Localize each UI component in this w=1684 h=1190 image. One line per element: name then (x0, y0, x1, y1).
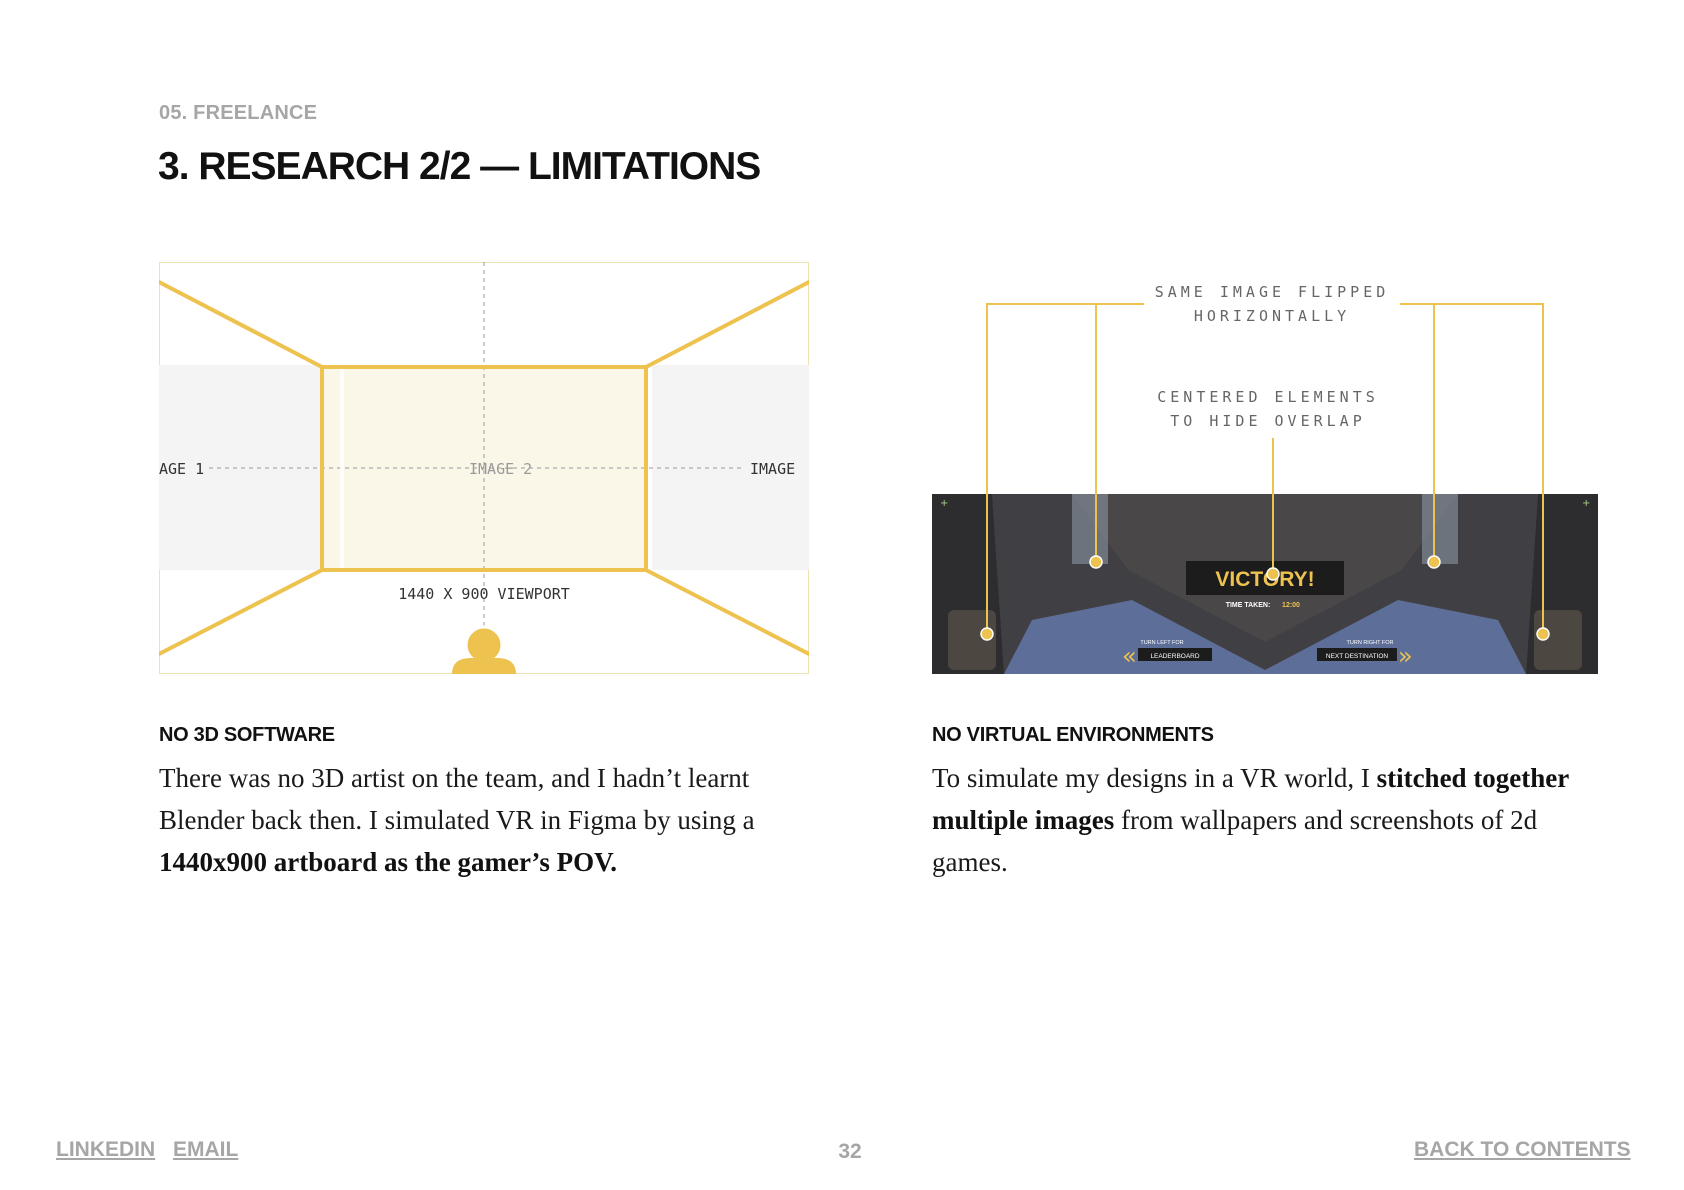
right-body-bold: stitched together multiple images (932, 763, 1569, 835)
sky-right (1422, 494, 1458, 564)
email-link[interactable]: EMAIL (173, 1138, 239, 1161)
image-1-panel (159, 365, 321, 570)
callout-dot (1089, 555, 1103, 569)
callout-centered-line1: CENTERED ELEMENTS (1157, 388, 1379, 406)
perspective-line-tr (644, 280, 809, 369)
callout-flipped-line2: HORIZONTALLY (1194, 307, 1350, 325)
left-column-body: There was no 3D artist on the team, and … (159, 757, 809, 883)
image-3-label: IMAGE (750, 460, 795, 478)
right-body-text-end: from wallpapers and screenshots of 2d ga… (932, 805, 1538, 877)
right-column-heading: NO VIRTUAL ENVIRONMENTS (932, 724, 1214, 746)
callout-line-outer-right (1400, 303, 1544, 634)
time-taken-label: TIME TAKEN: (1226, 602, 1271, 609)
callout-line-outer-left (986, 303, 1144, 634)
callout-dot (980, 627, 994, 641)
section-label: 05. FREELANCE (159, 102, 318, 124)
callout-dot (1427, 555, 1441, 569)
callout-centered-line2: TO HIDE OVERLAP (1170, 412, 1365, 430)
page-number: 32 (838, 1140, 862, 1163)
stitched-image-svg: VICTORY! TIME TAKEN: 12:00 TURN LEFT FOR… (932, 283, 1598, 674)
perspective-line-tl (159, 280, 324, 369)
turn-right-label: TURN RIGHT FOR (1347, 640, 1394, 646)
left-body-bold: 1440x900 artboard as the gamer’s POV. (159, 847, 617, 877)
time-taken-value: 12:00 (1282, 602, 1300, 609)
perspective-line-br (644, 568, 809, 656)
right-column-body: To simulate my designs in a VR world, I … (932, 757, 1572, 883)
leaderboard-label: LEADERBOARD (1150, 653, 1199, 660)
perspective-line-bl (159, 568, 324, 656)
user-icon (452, 625, 516, 674)
next-destination-chip (1317, 648, 1397, 661)
next-destination-label: NEXT DESTINATION (1326, 653, 1389, 660)
back-to-contents-link[interactable]: BACK TO CONTENTS (1414, 1138, 1631, 1161)
victory-title: VICTORY! (1215, 568, 1314, 591)
turn-left-label: TURN LEFT FOR (1140, 640, 1183, 646)
linkedin-link[interactable]: LINKEDIN (56, 1138, 156, 1161)
chevron-left-icon: « (1122, 642, 1137, 670)
sky-left (1072, 494, 1108, 564)
callout-dot (1266, 567, 1280, 581)
right-body-text: To simulate my designs in a VR world, I (932, 763, 1377, 793)
game-screenshot: VICTORY! TIME TAKEN: 12:00 TURN LEFT FOR… (932, 494, 1598, 674)
barrel-right (1534, 610, 1582, 670)
crosshair-right-icon: + (1582, 498, 1590, 509)
chevron-right-icon: » (1398, 642, 1413, 670)
callout-dot (1536, 627, 1550, 641)
callout-dots (980, 555, 1550, 641)
viewport-diagram: AGE 1 IMAGE 2 IMAGE 1440 X 900 VIEWPORT (159, 262, 809, 674)
viewport-label: 1440 X 900 VIEWPORT (398, 585, 570, 603)
left-body-text: There was no 3D artist on the team, and … (159, 763, 755, 835)
image-1-label: AGE 1 (159, 460, 204, 478)
left-column-heading: NO 3D SOFTWARE (159, 724, 335, 746)
viewport-rect (320, 365, 648, 572)
crosshair-left-icon: + (940, 498, 948, 509)
stitched-image-diagram: VICTORY! TIME TAKEN: 12:00 TURN LEFT FOR… (932, 270, 1598, 675)
callout-lines (986, 303, 1544, 634)
viewport-diagram-svg: AGE 1 IMAGE 2 IMAGE 1440 X 900 VIEWPORT (159, 262, 809, 674)
image-2-label: IMAGE 2 (469, 460, 532, 478)
page-title: 3. RESEARCH 2/2 — LIMITATIONS (158, 145, 761, 188)
leaderboard-chip (1138, 648, 1212, 661)
barrel-left (948, 610, 996, 670)
callout-flipped-line1: SAME IMAGE FLIPPED (1155, 283, 1390, 301)
victory-panel (1186, 561, 1344, 595)
